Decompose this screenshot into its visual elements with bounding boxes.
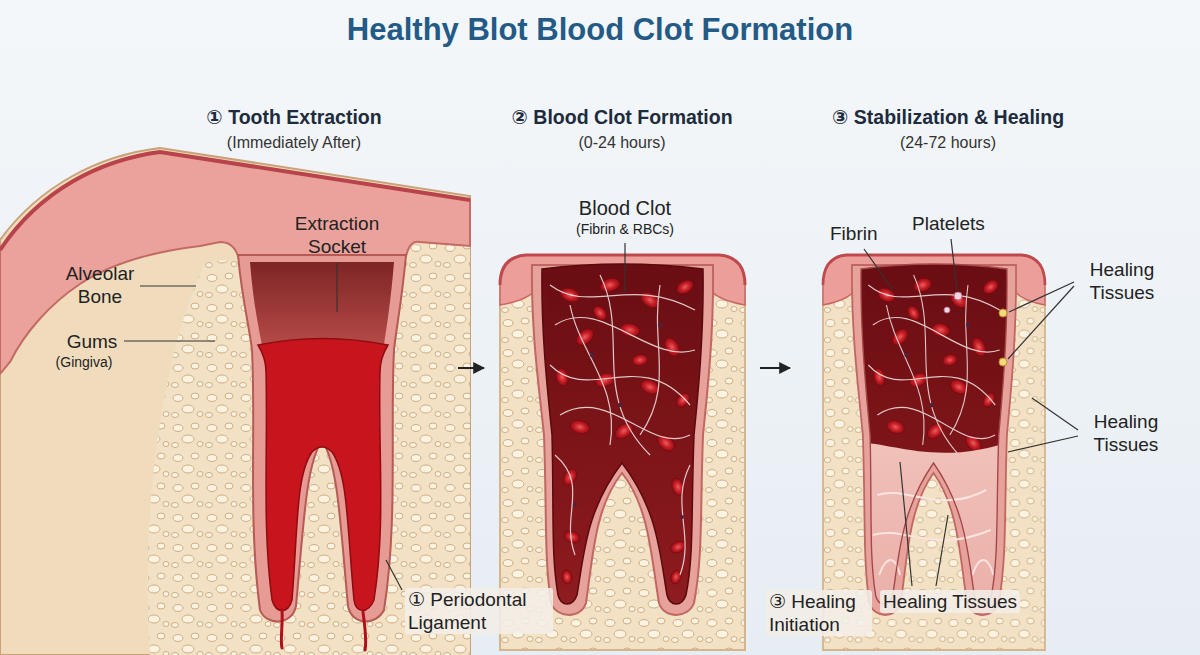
stage-arrow bbox=[760, 367, 790, 369]
part-label: Fibrin bbox=[830, 222, 900, 245]
stage-panel: ① Tooth Extraction(Immediately After) bbox=[130, 104, 458, 640]
stage-time: (24-72 hours) bbox=[790, 131, 1106, 155]
jaw-bone bbox=[0, 148, 470, 655]
diagram-title: Healthy Blot Blood Clot Formation bbox=[0, 12, 1200, 48]
healing-cell bbox=[999, 358, 1007, 366]
leader-line bbox=[624, 243, 625, 292]
leader-line bbox=[386, 560, 402, 590]
blood-drip bbox=[363, 612, 366, 650]
leader-line bbox=[951, 239, 957, 290]
tissue-streak bbox=[972, 560, 993, 575]
stage-time: (0-24 hours) bbox=[484, 131, 760, 155]
part-label: Blood Clot bbox=[525, 196, 725, 220]
stage-heading: ① Tooth Extraction bbox=[130, 104, 458, 131]
clot-contents bbox=[550, 275, 696, 585]
healing-region bbox=[861, 264, 1007, 604]
tissue-streak bbox=[873, 530, 991, 540]
leader-line bbox=[1008, 286, 1074, 359]
blood-clot bbox=[542, 264, 703, 604]
tissue-streak bbox=[877, 490, 986, 500]
periodontal-ligament bbox=[238, 255, 406, 622]
platelet bbox=[954, 292, 962, 300]
part-label: Healing Tissues bbox=[1082, 410, 1170, 456]
part-label: Gums bbox=[62, 330, 122, 353]
leader-line bbox=[140, 285, 196, 286]
part-label: Extraction Socket bbox=[272, 212, 402, 258]
stage-heading: ③ Stabilization & Healing bbox=[790, 104, 1106, 131]
part-label: ① Periodontal Ligament bbox=[405, 588, 553, 634]
leader-lines bbox=[124, 239, 1078, 590]
part-label: Healing Tissues bbox=[1078, 258, 1166, 304]
leader-line bbox=[900, 462, 912, 586]
blood-drip bbox=[280, 610, 284, 648]
socket-interior bbox=[250, 262, 394, 345]
stage-note: ③ Healing Initiation bbox=[766, 590, 872, 636]
stage-heading: ② Blood Clot Formation bbox=[484, 104, 760, 131]
part-label: Healing Tissues bbox=[880, 590, 1020, 613]
clot-border bbox=[542, 264, 703, 604]
stage-arrow bbox=[458, 367, 484, 369]
stage-time: (Immediately After) bbox=[130, 131, 458, 155]
leader-line bbox=[336, 263, 337, 312]
fresh-blood bbox=[258, 339, 388, 611]
leader-line bbox=[1032, 398, 1078, 430]
platelet bbox=[944, 307, 950, 313]
leader-line bbox=[1008, 436, 1078, 452]
gum-rim bbox=[0, 152, 470, 250]
stage-panel: ② Blood Clot Formation(0-24 hours) bbox=[484, 104, 760, 640]
blood-clot bbox=[861, 264, 1007, 604]
leader-line bbox=[936, 515, 948, 586]
leader-line bbox=[864, 249, 893, 290]
healing-cell bbox=[999, 309, 1007, 317]
leader-line bbox=[124, 340, 215, 341]
part-sublabel: (Fibrin & RBCs) bbox=[525, 220, 725, 238]
part-label: Alveolar Bone bbox=[55, 262, 145, 308]
stage-panel: ③ Stabilization & Healing(24-72 hours) bbox=[790, 104, 1106, 640]
part-sublabel: (Gingiva) bbox=[42, 353, 126, 371]
socket-border bbox=[861, 264, 1007, 604]
part-label: Platelets bbox=[912, 212, 1004, 235]
healing-tissue bbox=[861, 264, 1007, 604]
clot-cells bbox=[550, 275, 696, 585]
